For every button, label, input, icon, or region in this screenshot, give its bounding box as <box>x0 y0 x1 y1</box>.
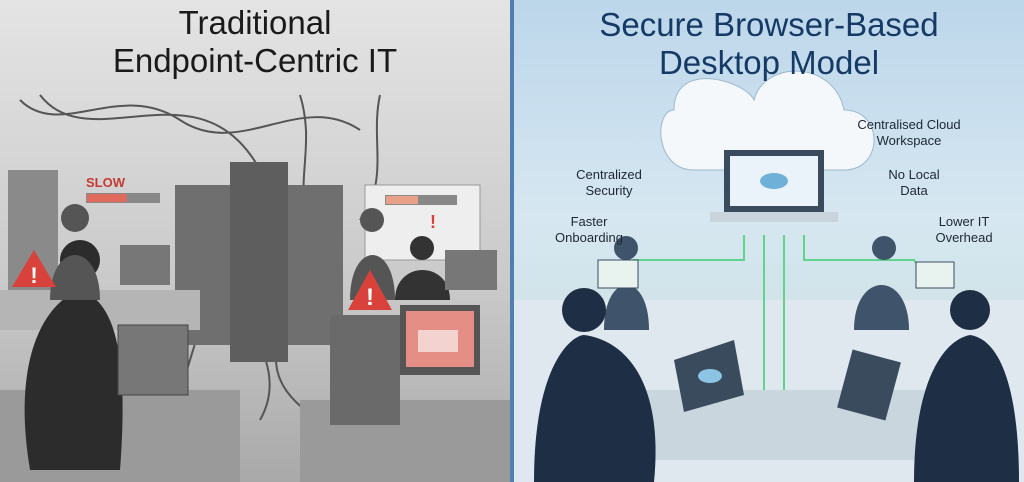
warning-icon: ! <box>430 212 436 232</box>
title-line: Desktop Model <box>658 44 880 81</box>
title-line: Secure Browser-Based <box>599 6 939 43</box>
modern-office-illustration <box>514 70 1024 482</box>
monitor <box>120 245 170 285</box>
cloud-icon <box>760 173 788 189</box>
title-line: Endpoint-Centric IT <box>112 42 398 79</box>
crt-monitor <box>117 324 189 396</box>
laptop <box>597 259 639 289</box>
chaotic-office-illustration: ! ! ! <box>0 94 510 482</box>
pc-tower <box>330 315 400 425</box>
woman-silhouette <box>914 335 1019 482</box>
cloud-icon <box>698 369 722 383</box>
svg-text:!: ! <box>430 212 436 232</box>
server-rack <box>230 162 288 362</box>
businessman-silhouette <box>534 335 656 482</box>
left-title: Traditional Endpoint-Centric IT <box>0 4 510 80</box>
warning-icon: ! <box>12 250 56 288</box>
warning-icon: ! <box>348 270 392 311</box>
worker-silhouette <box>604 285 649 330</box>
svg-text:!: ! <box>30 263 37 288</box>
monitor <box>445 250 497 290</box>
svg-text:!: ! <box>366 284 374 311</box>
secure-browser-panel: Secure Browser-Based Desktop Model Centr… <box>514 0 1024 482</box>
slow-label: SLOW <box>86 175 125 190</box>
slow-progress-fill <box>87 194 127 202</box>
worker-silhouette <box>854 285 909 330</box>
tablet <box>837 349 901 421</box>
traditional-it-panel: ! ! ! Traditional Endpoint-Centric IT SL… <box>0 0 510 482</box>
frustrated-worker-silhouette <box>24 290 123 470</box>
desk <box>614 390 954 460</box>
right-title: Secure Browser-Based Desktop Model <box>514 6 1024 82</box>
laptop <box>915 261 955 289</box>
cloud-icon <box>660 70 875 171</box>
title-line: Traditional <box>178 4 332 41</box>
panel-divider <box>510 0 514 482</box>
